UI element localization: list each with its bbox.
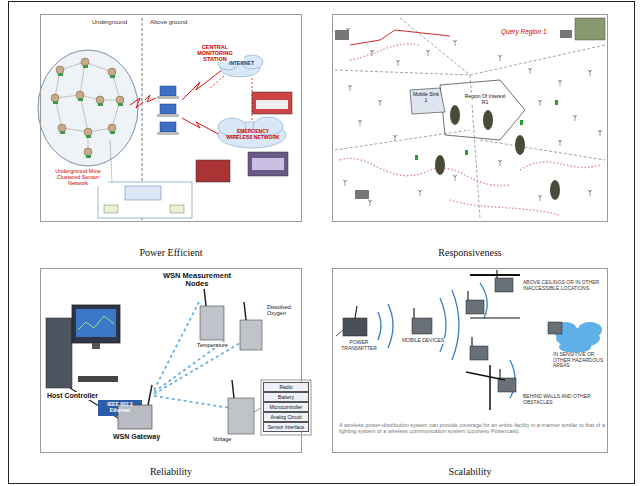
illustration-label: IEEE 802.3 Ethernet bbox=[100, 402, 140, 413]
illustration-label: Mobile Sink 1 bbox=[413, 92, 439, 103]
illustration-label: WSN Gateway bbox=[112, 433, 161, 441]
illustration-label: Region Of Interest R1 bbox=[462, 94, 508, 105]
illustration-label: ABOVE CEILINGS OR IN OTHER INACCESSIBLE … bbox=[522, 280, 606, 291]
illustration-label: IN SENSITIVE OR OTHER HAZARDOUS AREAS bbox=[552, 352, 606, 369]
illustration-label: Radio bbox=[263, 382, 309, 392]
panel-caption: Reliability bbox=[21, 466, 321, 477]
illustration-label: MOBILE DEVICES bbox=[398, 338, 448, 344]
illustration-label: Underground bbox=[92, 19, 127, 26]
illustration-label: Above ground bbox=[150, 19, 187, 26]
illustration-label: Dissolved Oxygen bbox=[266, 304, 298, 316]
panel-caption: Power Efficient bbox=[21, 247, 321, 258]
illustration-label: Voltage bbox=[212, 436, 232, 442]
figure-panel: Power Efficient bbox=[40, 14, 302, 222]
illustration-label: A wireless power-distribution system can… bbox=[338, 422, 606, 434]
illustration-label: Battery bbox=[263, 392, 309, 402]
illustration-label: Temperature bbox=[196, 342, 229, 348]
illustration-label: Host Controller bbox=[46, 392, 99, 400]
illustration-label: WSN Measurement Nodes bbox=[160, 272, 234, 289]
illustration-label: POWER TRANSMITTER bbox=[336, 340, 382, 351]
figure-panel: Responsiveness bbox=[332, 14, 608, 222]
illustration-label: BEHIND WALLS AND OTHER OBSTACLES bbox=[522, 394, 606, 405]
illustration-label: Sensor Interface bbox=[263, 422, 309, 432]
illustration-label: Underground Mine Clustered Sensor Networ… bbox=[48, 168, 108, 186]
panel-caption: Responsiveness bbox=[313, 247, 627, 258]
illustration-label: Query Region 1 bbox=[500, 28, 548, 35]
illustration-label: EMERGENCY WIRELESS NETWORK bbox=[224, 129, 282, 140]
illustration-label: Microcontroller bbox=[263, 402, 309, 412]
illustration-label: INTERNET bbox=[229, 61, 253, 67]
illustration-label: Analog Circuit bbox=[263, 412, 309, 422]
illustration-label: CENTRAL MONITORING STATION bbox=[186, 44, 244, 62]
panel-caption: Scalability bbox=[313, 466, 627, 477]
